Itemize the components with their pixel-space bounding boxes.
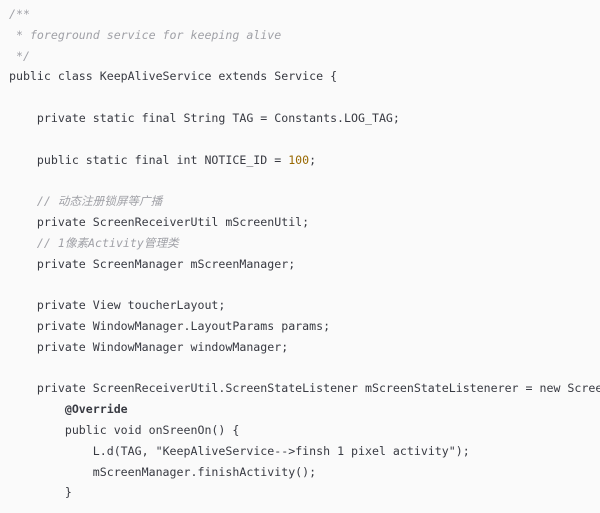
- code-token-comment: */: [9, 48, 30, 63]
- code-token-comment: // 动态注册锁屏等广播: [9, 194, 163, 209]
- code-token-plain: private ScreenReceiverUtil mScreenUtil;: [9, 214, 310, 229]
- code-token-number: 100: [288, 152, 310, 167]
- code-token-annotation: @Override: [64, 402, 128, 417]
- code-token-plain: private ScreenManager mScreenManager;: [9, 256, 296, 271]
- code-line: [9, 87, 600, 108]
- code-line: @Override: [9, 399, 600, 420]
- code-token-plain: private static final String TAG = Consta…: [9, 110, 400, 125]
- code-token-comment: * foreground service for keeping alive: [9, 27, 282, 42]
- code-token-plain: private WindowManager.LayoutParams param…: [9, 318, 331, 333]
- code-token-plain: );: [455, 443, 470, 458]
- code-token-string: "KeepAliveService-->finsh 1 pixel activi…: [155, 443, 456, 458]
- code-token-plain: [9, 402, 65, 416]
- code-token-plain: L.d(TAG,: [9, 443, 156, 458]
- code-line: private WindowManager windowManager;: [9, 337, 600, 358]
- code-token-plain: public class KeepAliveService extends Se…: [9, 69, 338, 84]
- code-token-plain: public void onSreenOn() {: [9, 422, 240, 437]
- code-line: // 1像素Activity管理类: [9, 233, 600, 254]
- code-line: public class KeepAliveService extends Se…: [9, 66, 600, 87]
- code-line: private ScreenReceiverUtil mScreenUtil;: [9, 212, 600, 233]
- code-line: private View toucherLayout;: [9, 295, 600, 316]
- code-line: L.d(TAG, "KeepAliveService-->finsh 1 pix…: [9, 441, 600, 462]
- code-token-plain: private View toucherLayout;: [9, 298, 226, 313]
- code-token-plain: private ScreenReceiverUtil.ScreenStateLi…: [36, 381, 600, 396]
- code-line: [9, 358, 600, 379]
- code-token-plain: mScreenManager.finishActivity();: [9, 464, 317, 479]
- code-token-plain: }: [9, 485, 72, 500]
- code-line: * foreground service for keeping alive: [9, 25, 600, 46]
- code-line: [9, 170, 600, 191]
- code-line: private ScreenManager mScreenManager;: [9, 254, 600, 275]
- code-line: }: [9, 482, 600, 503]
- code-line: // 动态注册锁屏等广播: [9, 191, 600, 212]
- code-line: public static final int NOTICE_ID = 100;: [9, 150, 600, 171]
- code-token-plain: ;: [309, 152, 317, 167]
- code-line: public void onSreenOn() {: [9, 420, 600, 441]
- code-token-comment: // 1像素Activity管理类: [9, 235, 179, 250]
- code-line: mScreenManager.finishActivity();: [9, 462, 600, 483]
- code-token-comment: /**: [9, 7, 30, 21]
- code-token-plain: public static final int NOTICE_ID =: [9, 152, 289, 167]
- code-line: private WindowManager.LayoutParams param…: [9, 316, 600, 337]
- code-line: /**: [9, 4, 600, 25]
- code-line: [9, 274, 600, 295]
- code-line: private static final String TAG = Consta…: [9, 108, 600, 129]
- code-line: */: [9, 46, 600, 67]
- code-token-plain: private WindowManager windowManager;: [9, 339, 289, 354]
- code-line: private ScreenReceiverUtil.ScreenStateLi…: [9, 378, 600, 399]
- code-line: [9, 129, 600, 150]
